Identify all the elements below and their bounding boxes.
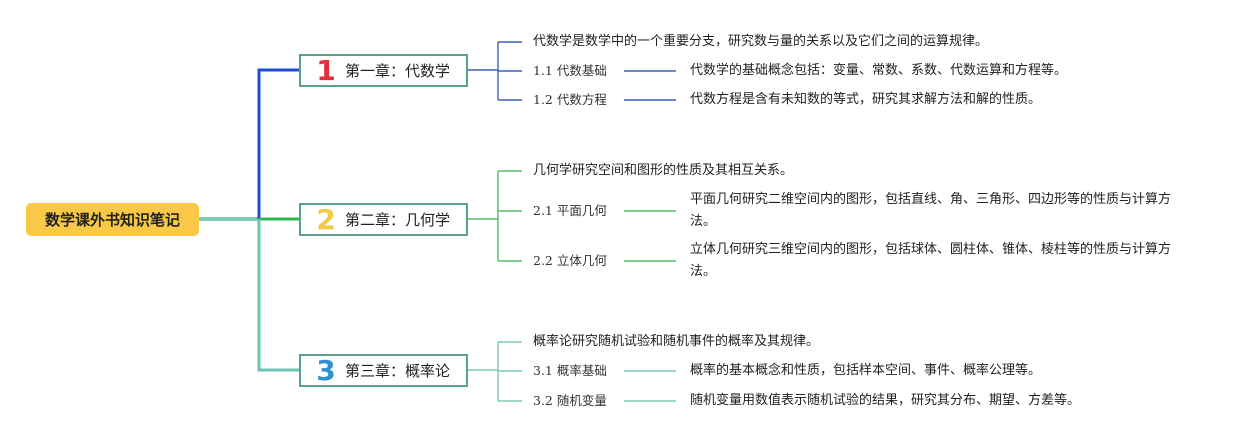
section-label-2-2: 2.2 立体几何 [533,253,607,268]
section-desc-1-2: 代数方程是含有未知数的等式，研究其求解方法和解的性质。 [690,92,1042,107]
section-desc-1-1: 代数学的基础概念包括：变量、常数、系数、代数运算和方程等。 [690,63,1068,78]
section-label-3-1: 3.1 概率基础 [533,363,607,378]
section-desc-3-2: 随机变量用数值表示随机试验的结果，研究其分布、期望、方差等。 [690,393,1081,408]
chapter-summary-2: 几何学研究空间和图形的性质及其相互关系。 [533,163,794,178]
chapter-number-3: 3 [316,353,336,387]
section-desc-2-1: 平面几何研究二维空间内的图形，包括直线、角、三角形、四边形等的性质与计算方法。 [690,192,1172,229]
chapter-number-2: 2 [316,202,336,236]
chapter-number-1: 1 [316,53,336,87]
section-label-2-1: 2.1 平面几何 [533,203,607,218]
section-label-3-2: 3.2 随机变量 [533,393,607,408]
chapter-node-3[interactable]: 3 第三章：概率论 [299,354,468,387]
root-node[interactable]: 数学课外书知识笔记 [26,203,199,236]
section-desc-3-1: 概率的基本概念和性质，包括样本空间、事件、概率公理等。 [690,363,1042,378]
section-desc-2-2: 立体几何研究三维空间内的图形，包括球体、圆柱体、锥体、棱柱等的性质与计算方法。 [690,242,1172,279]
chapter-node-2[interactable]: 2 第二章：几何学 [299,203,468,236]
chapter-summary-1: 代数学是数学中的一个重要分支，研究数与量的关系以及它们之间的运算规律。 [533,34,989,49]
chapter-title-2: 第二章：几何学 [345,211,451,229]
chapter-title-1: 第一章：代数学 [345,62,451,80]
chapter-summary-3: 概率论研究随机试验和随机事件的概率及其规律。 [533,334,820,349]
chapter-title-3: 第三章：概率论 [345,362,451,380]
section-label-1-2: 1.2 代数方程 [533,92,607,107]
section-label-1-1: 1.1 代数基础 [533,63,607,78]
chapter-node-1[interactable]: 1 第一章：代数学 [299,54,468,87]
root-title: 数学课外书知识笔记 [44,211,180,229]
